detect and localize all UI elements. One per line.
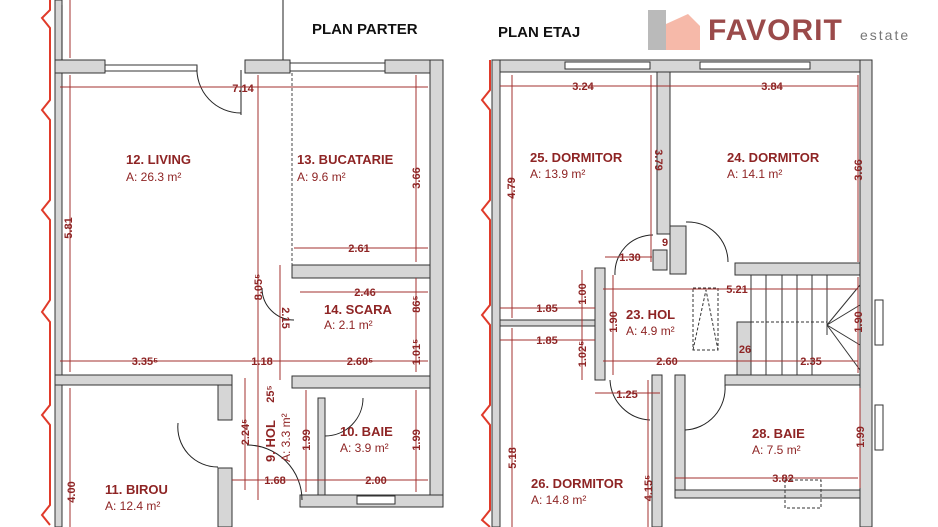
room-dormitor-24: 24. DORMITOR A: 14.1 m² xyxy=(727,150,820,181)
room-name: 25. DORMITOR xyxy=(530,150,623,165)
dim-label: 3.82 xyxy=(772,473,793,485)
dim-label: 3.24 xyxy=(572,81,594,93)
ground-dimension-lines xyxy=(60,0,428,527)
room-baie-etaj: 28. BAIE A: 7.5 m² xyxy=(752,426,805,457)
room-area: A: 12.4 m² xyxy=(105,499,160,513)
dim-label: 1.18 xyxy=(251,356,272,368)
dim-label: 1.01⁵ xyxy=(411,339,423,366)
room-dormitor-26: 26. DORMITOR A: 14.8 m² xyxy=(531,476,624,507)
room-area: A: 9.6 m² xyxy=(297,170,346,184)
dim-label: 1.90 xyxy=(853,311,865,332)
dim-label: 7.14 xyxy=(232,83,254,95)
room-area: A: 14.8 m² xyxy=(531,493,586,507)
room-bucatarie: 13. BUCATARIE A: 9.6 m² xyxy=(297,152,394,184)
title-plan-etaj: PLAN ETAJ xyxy=(498,24,580,41)
dim-label: 2.35 xyxy=(800,356,821,368)
room-area: A: 3.9 m² xyxy=(340,441,389,455)
room-area: A: 7.5 m² xyxy=(752,443,801,457)
room-name: 13. BUCATARIE xyxy=(297,152,394,167)
dim-label: 1.99 xyxy=(855,426,867,447)
room-name: 9. HOL xyxy=(263,420,278,462)
room-name: 23. HOL xyxy=(626,307,675,322)
logo-sub-text: estate xyxy=(860,27,910,43)
dim-label: 1.90 xyxy=(608,311,620,332)
upper-doors xyxy=(609,221,822,509)
ground-doors xyxy=(177,65,364,501)
dim-label: 1.85 xyxy=(536,303,557,315)
room-area: A: 14.1 m² xyxy=(727,167,782,181)
room-area: A: 3.3 m² xyxy=(279,413,293,462)
room-living: 12. LIVING A: 26.3 m² xyxy=(126,152,191,184)
dim-label: 2.15 xyxy=(279,307,291,328)
room-scara: 14. SCARA A: 2.1 m² xyxy=(324,302,393,332)
dim-label: 2.60 xyxy=(656,356,677,368)
ground-walls xyxy=(54,0,444,527)
dim-label: 1.25 xyxy=(616,389,637,401)
dim-label: 2.00 xyxy=(365,475,386,487)
dim-label: 1.99 xyxy=(301,429,313,450)
room-name: 10. BAIE xyxy=(340,424,393,439)
room-area: A: 4.9 m² xyxy=(626,324,675,338)
dim-label: 1.00 xyxy=(577,283,589,304)
favorit-logo-watermark: FAVORIT estate xyxy=(648,10,910,50)
room-area: A: 2.1 m² xyxy=(324,318,373,332)
room-name: 24. DORMITOR xyxy=(727,150,820,165)
dim-label: 9 xyxy=(662,237,668,249)
room-area: A: 26.3 m² xyxy=(126,170,181,184)
room-area: A: 13.9 m² xyxy=(530,167,585,181)
dim-label: 1.68 xyxy=(264,475,285,487)
dim-label: 86⁵ xyxy=(411,295,423,312)
dim-label: 5.81 xyxy=(63,217,75,238)
dim-label: 4.79 xyxy=(506,177,518,198)
logo-brand-text: FAVORIT xyxy=(708,14,843,47)
upper-walls xyxy=(491,59,884,527)
room-birou: 11. BIROU A: 12.4 m² xyxy=(105,482,168,513)
dim-label: 1.02⁵ xyxy=(577,341,589,368)
dim-label: 2.61 xyxy=(348,243,369,255)
dim-label: 25⁵ xyxy=(265,385,277,402)
room-dormitor-25: 25. DORMITOR A: 13.9 m² xyxy=(530,150,623,181)
break-line-left xyxy=(40,0,51,526)
upper-dimension-lines xyxy=(500,75,861,527)
upper-dimension-labels: 3.24 3.84 4.79 3.79 3.66 1.30 9 5.21 1.0… xyxy=(506,81,867,501)
dim-label: 5.18 xyxy=(507,447,519,468)
ground-dimension-labels: 7.14 5.81 3.66 2.61 8.05⁵ 2.46 2.15 86⁵ … xyxy=(63,83,423,503)
dim-label: 2.46 xyxy=(354,287,375,299)
dim-label: 3.79 xyxy=(652,149,664,170)
room-hol-etaj: 23. HOL A: 4.9 m² xyxy=(626,307,675,338)
dim-label: 3.84 xyxy=(761,81,783,93)
room-name: 14. SCARA xyxy=(324,302,393,317)
title-plan-parter: PLAN PARTER xyxy=(312,21,418,38)
staircase xyxy=(692,274,861,376)
room-hol-parter: 9. HOL A: 3.3 m² xyxy=(263,413,293,462)
dim-label: 26 xyxy=(739,344,751,356)
room-name: 26. DORMITOR xyxy=(531,476,624,491)
dim-label: 1.85 xyxy=(536,335,557,347)
dim-label: 3.66 xyxy=(853,159,865,180)
dim-label: 4.15⁵ xyxy=(643,475,655,502)
dim-label: 1.30 xyxy=(619,252,640,264)
dim-label: 1.99 xyxy=(411,429,423,450)
dim-label: 4.00 xyxy=(66,481,78,502)
room-name: 12. LIVING xyxy=(126,152,191,167)
room-name: 11. BIROU xyxy=(105,482,168,497)
break-line-middle xyxy=(480,60,491,527)
dim-label: 2.24⁵ xyxy=(240,419,252,446)
room-baie-parter: 10. BAIE A: 3.9 m² xyxy=(340,424,393,455)
dim-label: 3.35⁵ xyxy=(132,356,159,368)
room-name: 28. BAIE xyxy=(752,426,805,441)
dim-label: 5.21 xyxy=(726,284,747,296)
dim-label: 2.60⁵ xyxy=(347,356,374,368)
dim-label: 8.05⁵ xyxy=(253,274,265,301)
dim-label: 3.66 xyxy=(411,167,423,188)
